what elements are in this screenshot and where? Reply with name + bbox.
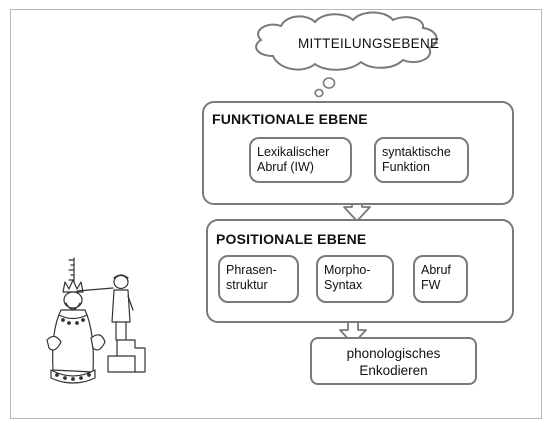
diagram-graphics (46, 11, 438, 384)
functional-level-box: FUNKTIONALE EBENE Lexikalischer Abruf (I… (202, 101, 514, 205)
morpho-syntax-box: Morpho- Syntax (316, 255, 394, 303)
thought-bubble-small (314, 88, 324, 98)
cartoon-illustration (46, 257, 146, 384)
thought-bubble-large (322, 77, 336, 89)
function-word-retrieval-box: Abruf FW (413, 255, 468, 303)
syntactic-function-box: syntaktische Funktion (374, 137, 469, 183)
message-level-label: MITTEILUNGSEBENE (298, 36, 440, 51)
phonological-encoding-box: phonologisches Enkodieren (310, 337, 477, 385)
positional-level-heading: POSITIONALE EBENE (216, 231, 367, 247)
phonological-encoding-label: phonologisches Enkodieren (346, 346, 441, 378)
slide: MITTEILUNGSEBENE FUNKTIONALE EBENE Lexik… (10, 9, 542, 419)
positional-level-box: POSITIONALE EBENE Phrasen- struktur Morp… (206, 219, 514, 323)
phrase-structure-box: Phrasen- struktur (218, 255, 299, 303)
thought-cloud (255, 11, 438, 71)
lexical-retrieval-box: Lexikalischer Abruf (IW) (249, 137, 352, 183)
functional-level-heading: FUNKTIONALE EBENE (212, 111, 368, 127)
